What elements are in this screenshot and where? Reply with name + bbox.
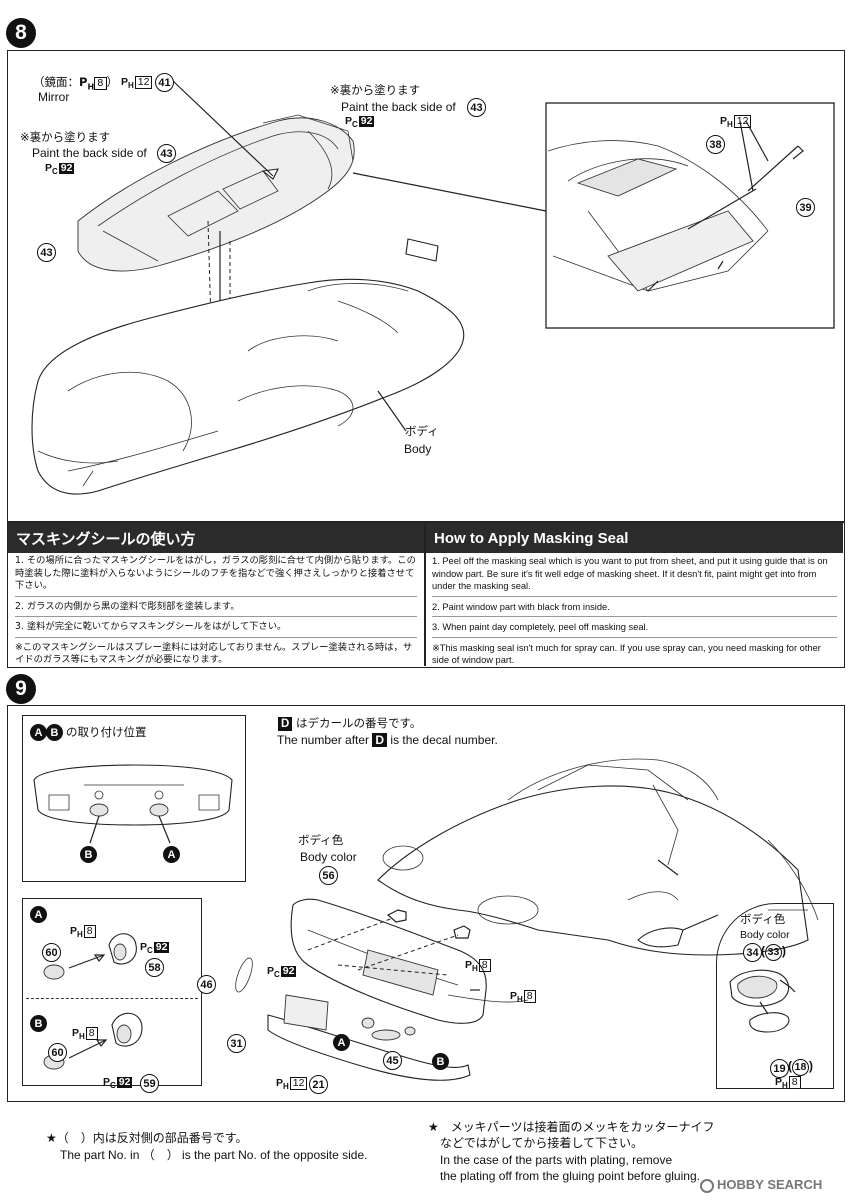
note-left-part-43: 43: [157, 144, 176, 163]
step-9-illustration: [235, 758, 819, 1081]
ab-subassembly-illustration: [43, 933, 143, 1070]
door-mirror-illustration: [729, 969, 796, 1033]
part-46: 46: [197, 975, 216, 994]
car-body-part: [31, 278, 465, 495]
car-front-body: [377, 758, 819, 956]
part-41: 41: [155, 73, 174, 92]
ab-position-label: の取り付け位置: [66, 725, 147, 739]
masking-jp-item: 2. ガラスの内側から黒の塗料で彫刻部を塗装します。: [15, 601, 417, 617]
watermark-logo-icon: [700, 1178, 714, 1193]
decal-note-jp: D はデカールの番号です。: [278, 716, 421, 731]
main-letter-a: A: [333, 1034, 350, 1051]
step-8-number: 8: [6, 18, 36, 48]
masking-title-jp: マスキングシールの使い方: [8, 523, 424, 553]
note-left-jp: ※裏から塗ります: [20, 130, 111, 144]
note-left-en: Paint the back side of: [32, 146, 147, 160]
masking-jp-list: 1. その場所に合ったマスキングシールをはがし，ガラスの彫刻に合せて内側から貼り…: [15, 555, 417, 674]
decal-note-en: The number after D is the decal number.: [277, 733, 498, 747]
window-glass-part: [77, 114, 355, 272]
part-18-wrap: (18): [788, 1059, 813, 1076]
part-33-wrap: (33): [761, 944, 786, 961]
part-59: 59: [140, 1074, 159, 1093]
step-9-panel: [7, 705, 845, 1102]
main-letter-b: B: [432, 1053, 449, 1070]
mirror-label-en: Mirror: [38, 90, 70, 104]
footnote-jp: ★（ ）内は反対側の部品番号です。: [46, 1131, 248, 1145]
body-color-en: Body color: [300, 850, 357, 864]
part-60b: 60: [48, 1043, 67, 1062]
masking-jp-item: 3. 塗料が完全に乾いてからマスキングシールをはがして下さい。: [15, 621, 417, 638]
hobby-search-watermark: HOBBY SEARCH: [700, 1178, 822, 1193]
letter-a-badge: A: [30, 724, 47, 741]
note-top-part-43: 43: [467, 98, 486, 117]
sub-letter-a: A: [30, 906, 47, 923]
part-38: 38: [706, 135, 725, 154]
step-8-illustration: [31, 80, 835, 495]
part-39: 39: [796, 198, 815, 217]
plating-note-jp-2: などではがしてから接着して下さい。: [440, 1136, 644, 1150]
part-58: 58: [145, 958, 164, 977]
step-9-number: 9: [6, 674, 36, 704]
front-bumper: [290, 898, 529, 1024]
note-top-jp: ※裏から塗ります: [330, 83, 421, 97]
part-45: 45: [383, 1051, 402, 1070]
masking-en-item: 3. When paint day completely, peel off m…: [432, 621, 837, 638]
masking-en-item: 1. Peel off the masking seal which is yo…: [432, 555, 837, 597]
plating-note-en-1: In the case of the parts with plating, r…: [440, 1153, 673, 1167]
plating-note-en-2: the plating off from the gluing point be…: [440, 1169, 700, 1183]
part-56: 56: [319, 866, 338, 885]
step-8-panel: [7, 50, 845, 522]
part-31: 31: [227, 1034, 246, 1053]
part-43-label: 43: [37, 243, 56, 262]
part-19: 19: [770, 1059, 789, 1078]
part-21: 21: [309, 1075, 328, 1094]
body-label-en: Body: [404, 442, 432, 456]
masking-jp-item: 1. その場所に合ったマスキングシールをはがし，ガラスの彫刻に合せて内側から貼り…: [15, 555, 417, 597]
part-34: 34: [743, 943, 762, 962]
part-60a: 60: [42, 943, 61, 962]
footnote-en: The part No. in （ ） is the part No. of t…: [60, 1148, 368, 1162]
masking-title-en: How to Apply Masking Seal: [426, 523, 843, 553]
masking-en-item: ※This masking seal isn't much for spray …: [432, 642, 821, 666]
note-top-en: Paint the back side of: [341, 100, 456, 114]
sub-letter-b: B: [30, 1015, 47, 1032]
letter-b-badge: B: [46, 724, 63, 741]
masking-en-list: 1. Peel off the masking seal which is yo…: [432, 555, 837, 674]
mirror-inset: [716, 903, 834, 1089]
inset-letter-a: A: [163, 846, 180, 863]
plating-note-jp-1: ★ メッキパーツは接着面のメッキをカッターナイフ: [428, 1120, 715, 1134]
masking-jp-item: ※このマスキングシールはスプレー塗料には対応しておりません。スプレー塗装される時…: [15, 641, 413, 666]
mirror-body-color-jp: ボディ色: [740, 912, 786, 926]
body-label-jp: ボディ: [405, 424, 439, 438]
masking-seal-panel: マスキングシールの使い方 How to Apply Masking Seal 1…: [7, 522, 845, 668]
mirror-body-color-en: Body color: [740, 929, 790, 941]
inset-letter-b: B: [80, 846, 97, 863]
body-color-jp: ボディ色: [298, 833, 344, 847]
masking-en-item: 2. Paint window part with black from ins…: [432, 601, 837, 617]
ab-position-inset: [22, 715, 246, 882]
ab-position-illustration: [33, 764, 233, 844]
